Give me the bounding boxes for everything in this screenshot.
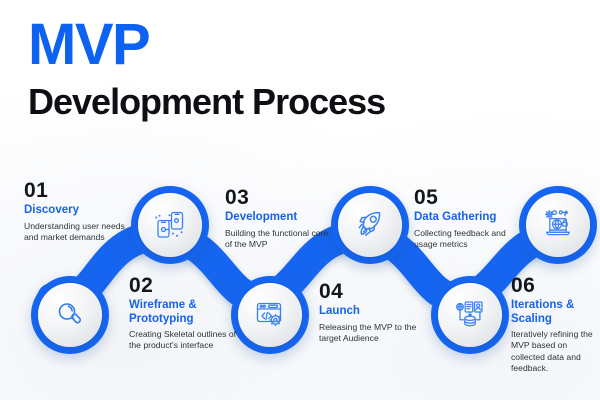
- step-icon-circle-01[interactable]: [31, 276, 109, 354]
- step-desc-04: Releasing the MVP to the target Audience: [319, 321, 417, 343]
- database-documents-icon: [456, 301, 483, 327]
- step-icon-circle-04[interactable]: [331, 186, 409, 264]
- page-title: MVP Development Process: [28, 12, 386, 124]
- step-icon-inner-04: [338, 193, 402, 257]
- title-mvp: MVP: [28, 12, 151, 77]
- step-text-06: 06 Iterations & Scaling Iteratively refi…: [511, 275, 599, 375]
- step-text-05: 05 Data Gathering Collecting feedback an…: [414, 187, 518, 250]
- step-icon-circle-03[interactable]: [231, 276, 309, 354]
- step-icon-circle-06[interactable]: [519, 186, 597, 264]
- magnifier-icon: [58, 303, 82, 324]
- step-icon-inner-01: [38, 283, 102, 347]
- step-icon-inner-05: [438, 283, 502, 347]
- step-number-06: 06: [511, 274, 536, 297]
- step-text-04: 04 Launch Releasing the MVP to the targe…: [319, 281, 423, 344]
- step-icon-circle-05[interactable]: [431, 276, 509, 354]
- laptop-globe-gears-icon: [544, 210, 571, 236]
- step-desc-05: Collecting feedback and usage metrics: [414, 227, 506, 249]
- step-title-03: Development: [225, 211, 298, 223]
- step-number-05: 05: [414, 186, 439, 209]
- step-title-01: Discovery: [24, 204, 79, 216]
- step-number-01: 01: [24, 179, 49, 202]
- step-icon-inner-03: [238, 283, 302, 347]
- step-title-05: Data Gathering: [414, 211, 497, 223]
- step-number-03: 03: [225, 186, 250, 209]
- step-title-04: Launch: [319, 305, 360, 317]
- step-number-02: 02: [129, 274, 154, 297]
- step-icon-inner-02: [138, 193, 202, 257]
- mobile-wireframe-icon: [155, 211, 184, 238]
- step-desc-03: Building the functional core of the MVP: [225, 227, 329, 249]
- step-title-06: Iterations & Scaling: [511, 299, 575, 325]
- step-desc-06: Iteratively refining the MVP based on co…: [511, 329, 593, 374]
- step-text-03: 03 Development Building the functional c…: [225, 187, 333, 250]
- code-browser-gear-icon: [256, 302, 282, 327]
- step-icon-inner-06: [526, 193, 590, 257]
- step-number-04: 04: [319, 280, 344, 303]
- title-subtitle: Development Process: [28, 81, 386, 122]
- step-text-01: 01 Discovery Understanding user needs an…: [24, 180, 129, 243]
- step-text-02: 02 Wireframe & Prototyping Creating Skel…: [129, 275, 241, 352]
- step-icon-circle-02[interactable]: [131, 186, 209, 264]
- step-title-02: Wireframe & Prototyping: [129, 299, 197, 325]
- step-desc-01: Understanding user needs and market dema…: [24, 220, 125, 242]
- rocket-icon: [358, 211, 381, 236]
- step-desc-02: Creating Skeletal outlines of the produc…: [129, 329, 237, 351]
